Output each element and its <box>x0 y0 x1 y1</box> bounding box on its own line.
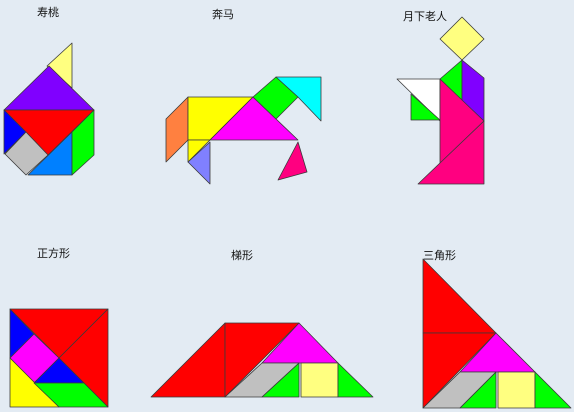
trap-green-right-triangle <box>337 362 374 398</box>
tri-yellow-square <box>497 371 536 409</box>
horse-orange-parallelogram <box>165 96 189 163</box>
figure-label-square: 正方形 <box>37 247 70 260</box>
figure-label-shoutao: 寿桃 <box>37 6 59 19</box>
tangram-triangle <box>422 258 572 409</box>
horse-pink-triangle <box>277 141 308 181</box>
trap-magenta-triangle <box>261 322 339 364</box>
figure-label-yuexia: 月下老人 <box>403 10 447 23</box>
trap-red-triangle <box>224 322 300 398</box>
horse-cyan-trapezoid <box>275 76 322 122</box>
tri-red-top-triangle <box>422 258 497 334</box>
peach-gray-square <box>4 131 49 176</box>
trap-red-left-triangle <box>150 322 226 398</box>
figure-label-trapezoid: 梯形 <box>231 249 253 262</box>
tangram-trapezoid <box>150 322 374 398</box>
trap-yellow-square <box>300 362 339 398</box>
tri-red-middle-triangle <box>422 332 497 409</box>
tangram-shoutao <box>3 42 95 176</box>
tri-green-triangle <box>459 371 497 409</box>
tangram-yuexia <box>396 16 485 185</box>
oldman-pink-bottom-triangle <box>417 120 485 185</box>
tangram-benma <box>165 76 322 185</box>
peach-green-parallelogram <box>71 109 95 176</box>
figure-label-benma: 奔马 <box>212 8 234 21</box>
oldman-yellow-square <box>439 16 485 61</box>
tri-green-right-triangle <box>534 371 572 409</box>
horse-lavender-triangle <box>187 141 211 185</box>
oldman-green-small-triangle <box>410 93 441 121</box>
tri-magenta-triangle <box>459 332 536 373</box>
tangram-square <box>9 308 109 408</box>
peach-purple-triangle <box>3 65 95 111</box>
trap-green-triangle <box>261 362 300 398</box>
square-green-parallelogram <box>33 382 109 408</box>
figure-label-triangle: 三角形 <box>423 249 456 262</box>
